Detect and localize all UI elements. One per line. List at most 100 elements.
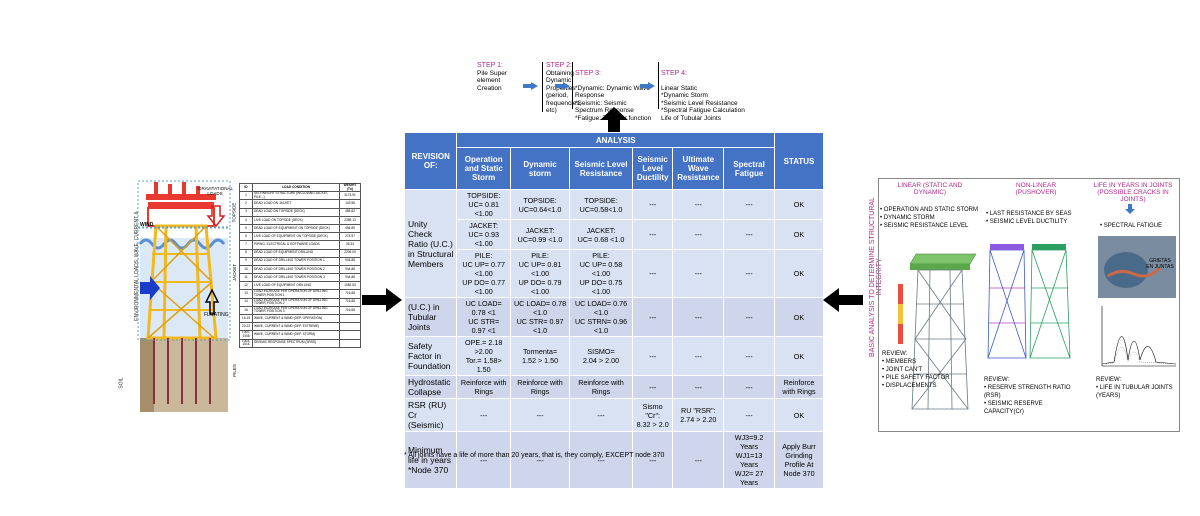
linear-item: • SEISMIC RESISTANCE LEVEL xyxy=(880,223,969,229)
linear-review-item: • DISPLACEMENTS xyxy=(882,383,937,389)
step-1-title: STEP 1: xyxy=(477,62,503,69)
jacket-label: JACKET xyxy=(232,263,238,282)
load-cell: 944.88 xyxy=(339,273,361,283)
table-cell: Reinforce with Rings xyxy=(569,375,633,399)
load-cell: 13 xyxy=(239,289,253,299)
row-header: Safety Factor in Foundation xyxy=(403,336,458,376)
load-cell: 456.89 xyxy=(339,223,361,234)
table-cell: --- xyxy=(456,398,511,432)
status-cell: Apply Burr Grinding Profile At Node 370 xyxy=(773,431,825,489)
step-bracket-4 xyxy=(658,62,659,109)
table-cell: --- xyxy=(672,297,725,337)
table-cell: Reinforce with Rings xyxy=(456,375,511,399)
up-arrow xyxy=(600,107,628,133)
nonlinear-review: REVIEW: • RESERVE STRENGTH RATIO (RSR) •… xyxy=(984,376,1084,416)
load-cell xyxy=(339,338,361,348)
analysis-group-header: ANALYSIS xyxy=(456,132,775,148)
table-cell: UC LOAD= 0.78 <1.0 UC STR= 0.97 <1.0 xyxy=(509,297,571,337)
load-cell: 944.88 xyxy=(339,256,361,266)
fatigue-plot xyxy=(1094,302,1178,372)
load-cell xyxy=(339,322,361,332)
table-cell: --- xyxy=(672,431,725,489)
load-cell: 1003-1016 xyxy=(239,338,253,348)
table-cell: --- xyxy=(631,249,674,298)
load-cell: 7 xyxy=(239,240,253,250)
floating-label: FLOATING xyxy=(204,312,229,318)
table-cell: TOPSIDE: UC=0.58<1.0 xyxy=(569,189,633,220)
step-arrow-3 xyxy=(640,82,655,90)
load-cell xyxy=(339,330,361,340)
table-cell: --- xyxy=(672,249,725,298)
linear-item: • OPERATION AND STATIC STORM xyxy=(880,207,979,213)
table-cell: --- xyxy=(631,431,674,489)
load-cell: LIVE LOAD ON TOPSIDE (DECK) xyxy=(252,215,340,225)
platform-drawing xyxy=(137,180,231,412)
load-cell: 5 xyxy=(239,223,253,234)
table-cell: --- xyxy=(723,336,775,376)
linear-title: LINEAR (STATIC AND DYNAMIC) xyxy=(897,182,963,196)
topside-label: TOPSIDE xyxy=(231,202,237,223)
right-panel-frame xyxy=(878,178,1180,432)
table-cell: Tormenta= 1.52 > 1.50 xyxy=(509,336,571,376)
col-header: Seismic Level Resistance xyxy=(569,147,633,190)
linear-item: • DYNAMIC STORM xyxy=(880,215,935,221)
life-review-title: REVIEW: xyxy=(1096,377,1122,383)
table-cell: --- xyxy=(631,336,674,376)
linear-review: REVIEW: • MEMBERS • JOINT CAN'T • PILE S… xyxy=(882,350,958,390)
load-cell: 274.97 xyxy=(339,232,361,242)
load-cell: DEAD LOAD OF DRILLING TOWER POSITION 3 xyxy=(252,273,340,283)
nonlinear-model-image xyxy=(984,238,1074,370)
table-cell: --- xyxy=(569,398,633,432)
load-cell: WAVE, CURRENT & WIND (DEP. OPERATION) xyxy=(252,313,340,324)
load-cell: WAVE, CURRENT & WIND (DEP. EXTREME) xyxy=(252,322,340,332)
load-cell: LIVE LOAD OF EQUIPMENT ON TOPSIDE (DECK) xyxy=(252,232,340,242)
table-cell: PILE: UC UP= 0.81 <1.00 UP DO= 0.79 <1.0… xyxy=(509,249,571,298)
table-cell: --- xyxy=(631,219,674,250)
load-cell: 36.33 xyxy=(339,240,361,250)
load-cell: 1000-1008 xyxy=(239,330,253,340)
load-cell: DEAD LOAD OF EQUIPMENT DRILLING xyxy=(252,248,340,258)
table-cell: JACKET: UC= 0.68 <1.0 xyxy=(569,219,633,250)
step-arrow-1 xyxy=(523,82,538,90)
table-cell: --- xyxy=(723,398,775,432)
col-header: Ultimate Wave Resistance xyxy=(672,147,725,190)
load-cell: 9 xyxy=(239,256,253,266)
table-cell: --- xyxy=(723,189,775,220)
analysis-table: REVISION OF: ANALYSIS STATUS Operation a… xyxy=(403,132,825,489)
load-cell: 143.96 xyxy=(339,199,361,209)
row-header: RSR (RU) Cr (Seismic) xyxy=(403,398,458,432)
table-cell: --- xyxy=(723,249,775,298)
load-cell: 10 xyxy=(239,264,253,275)
table-cell: --- xyxy=(631,375,674,399)
load-cell: 11 xyxy=(239,273,253,283)
table-cell: --- xyxy=(672,219,725,250)
load-cell: DEAD LOAD ON JACKET xyxy=(252,199,340,209)
linear-review-item: • PILE SAFETY FACTOR xyxy=(882,375,950,381)
row-header: Unity Check Ratio (U.C.) in Structural M… xyxy=(403,189,458,298)
load-cell: LOAD INCREASE PER OPERATION OF DRILLING … xyxy=(252,289,340,299)
table-cell: SISMO= 2.04 > 2.00 xyxy=(569,336,633,376)
load-col-id: ID xyxy=(239,182,253,193)
row-header: Hydrostatic Collapse xyxy=(403,375,458,399)
table-cell: Reinforce with Rings xyxy=(509,375,571,399)
table-cell: TOPSIDE: UC= 0.81 <1.00 xyxy=(456,189,511,220)
revision-header: REVISION OF: xyxy=(403,132,458,190)
step-bracket-3 xyxy=(572,62,573,109)
load-cell: 716.68 xyxy=(339,305,361,316)
nonlinear-list: • LAST RESISTANCE BY SEAS • SEISMIC LEVE… xyxy=(986,210,1078,226)
table-cell: WJ3=9.2 Years WJ1=13 Years WJ2= 27 Years xyxy=(723,431,775,489)
load-cell: DEAD LOAD OF EQUIPMENT ON TOPSIDE (DECK) xyxy=(252,223,340,234)
gravitational-label: GRAVITATIONAL LOADS xyxy=(198,186,234,196)
status-cell: OK xyxy=(773,398,825,432)
life-item: • SPECTRAL FATIGUE xyxy=(1100,223,1163,229)
nonlinear-title: NON-LINEAR (PUSHOVER) xyxy=(1015,182,1057,196)
load-cell xyxy=(339,313,361,324)
